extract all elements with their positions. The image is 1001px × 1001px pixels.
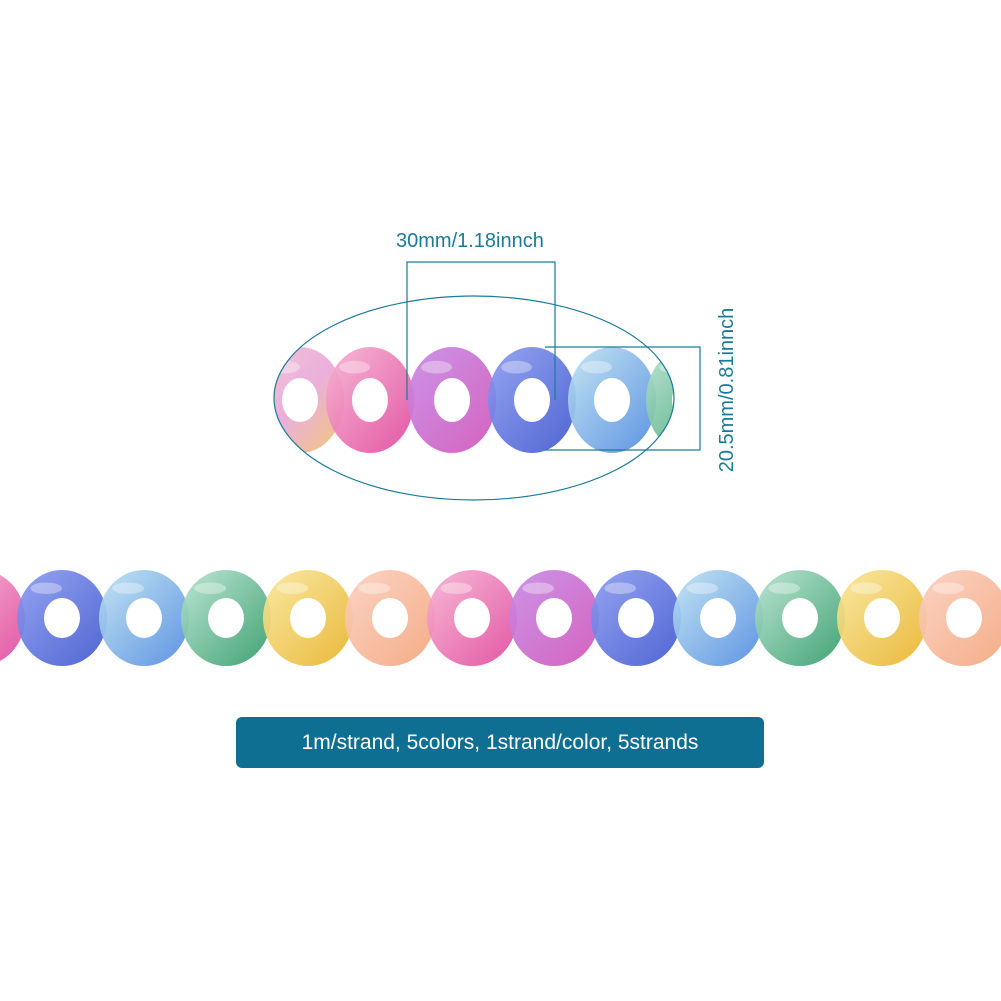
detail-chain-link bbox=[568, 347, 656, 453]
detail-ellipse bbox=[273, 295, 675, 501]
strand-chain-link bbox=[755, 570, 845, 666]
strand-chain-link bbox=[345, 570, 435, 666]
strand-chain-link bbox=[181, 570, 271, 666]
strand-chain-link bbox=[0, 575, 25, 661]
strand-chain-link bbox=[99, 570, 189, 666]
width-dimension-label: 30mm/1.18innch bbox=[396, 230, 544, 252]
height-dimension-label: 20.5mm/0.81innch bbox=[716, 307, 738, 473]
height-dimension-bracket bbox=[545, 346, 701, 451]
strand-chain-link bbox=[837, 570, 927, 666]
strand-chain-link bbox=[427, 570, 517, 666]
chain-strand bbox=[0, 570, 1001, 666]
specification-banner: 1m/strand, 5colors, 1strand/color, 5stra… bbox=[236, 717, 764, 768]
strand-chain-link bbox=[17, 570, 107, 666]
strand-chain-link bbox=[263, 570, 353, 666]
detail-chain-link bbox=[408, 347, 496, 453]
strand-chain-link bbox=[509, 570, 599, 666]
strand-chain-link bbox=[919, 570, 1001, 666]
width-dimension-bracket bbox=[406, 261, 556, 400]
detail-chain-link bbox=[488, 347, 576, 453]
strand-chain-link bbox=[591, 570, 681, 666]
detail-chain-link bbox=[326, 347, 414, 453]
strand-chain-link bbox=[673, 570, 763, 666]
